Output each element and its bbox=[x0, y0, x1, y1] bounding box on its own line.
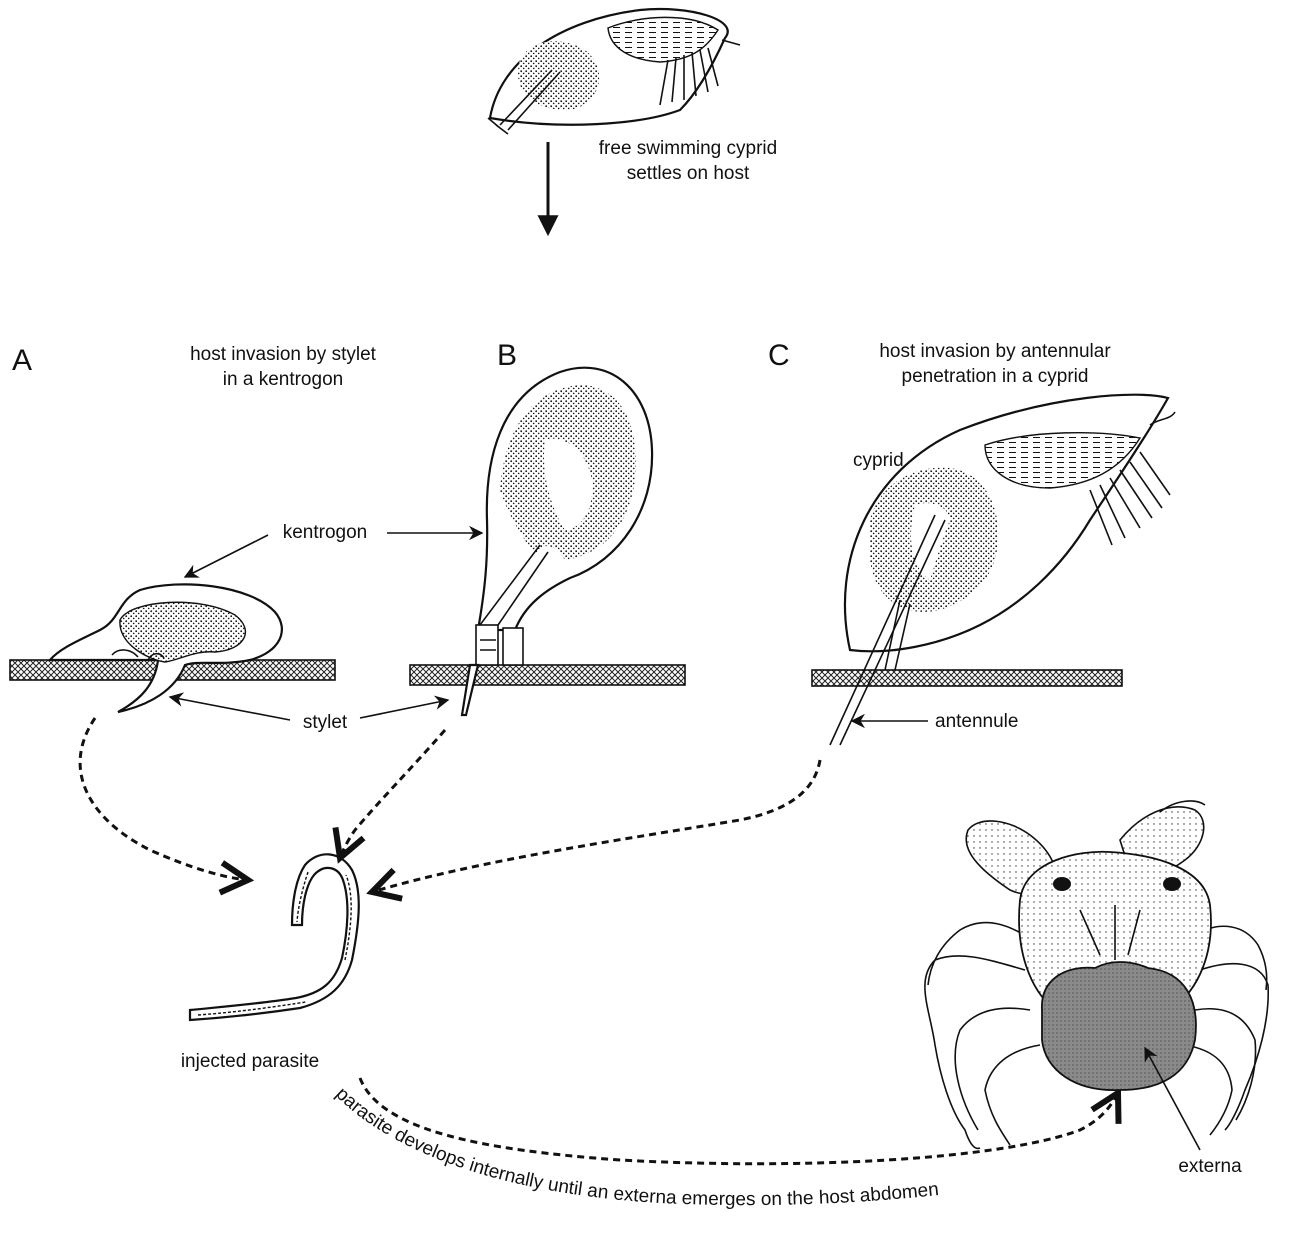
panel-label-c: C bbox=[768, 339, 790, 372]
injected-parasite-drawing bbox=[190, 854, 359, 1020]
stylet-pointer-b bbox=[360, 700, 448, 718]
panel-label-b: B bbox=[497, 339, 517, 372]
stylet-pointer-a bbox=[170, 697, 290, 720]
cyprid-label: cyprid bbox=[853, 450, 904, 471]
panel-c-title-line2: penetration in a cyprid bbox=[902, 366, 1089, 387]
panel-a-title-line1: host invasion by stylet bbox=[190, 344, 377, 365]
panel-a-title-line2: in a kentrogon bbox=[223, 369, 343, 390]
kentrogon-pointer-a bbox=[185, 535, 268, 577]
top-caption-line2: settles on host bbox=[627, 163, 750, 184]
panel-b-kentrogon-drawing bbox=[410, 368, 685, 715]
bottom-caption: parasite develops internally until an ex… bbox=[331, 1083, 939, 1210]
kentrogon-label: kentrogon bbox=[283, 522, 368, 543]
panel-c-title-line1: host invasion by antennular bbox=[879, 341, 1111, 362]
panel-a-kentrogon-drawing bbox=[10, 584, 335, 712]
top-caption-line1: free swimming cyprid bbox=[599, 138, 777, 159]
bottom-caption-text: parasite develops internally until an ex… bbox=[331, 1083, 939, 1210]
stylet-label: stylet bbox=[303, 712, 348, 733]
free-swimming-cyprid-drawing bbox=[488, 9, 740, 134]
flow-arrow-a-to-parasite bbox=[80, 718, 248, 880]
crab-host-drawing bbox=[925, 801, 1268, 1148]
panel-c-cyprid-drawing bbox=[812, 395, 1175, 745]
externa-label: externa bbox=[1178, 1156, 1242, 1177]
flow-arrow-parasite-to-crab bbox=[360, 1078, 1118, 1164]
antennule-label: antennule bbox=[935, 711, 1018, 732]
injected-parasite-label: injected parasite bbox=[181, 1051, 319, 1072]
flow-arrow-b-to-parasite bbox=[340, 730, 445, 858]
panel-label-a: A bbox=[12, 344, 32, 377]
panel-b-host-cuticle bbox=[410, 665, 685, 685]
flow-arrow-c-to-parasite bbox=[372, 760, 820, 892]
